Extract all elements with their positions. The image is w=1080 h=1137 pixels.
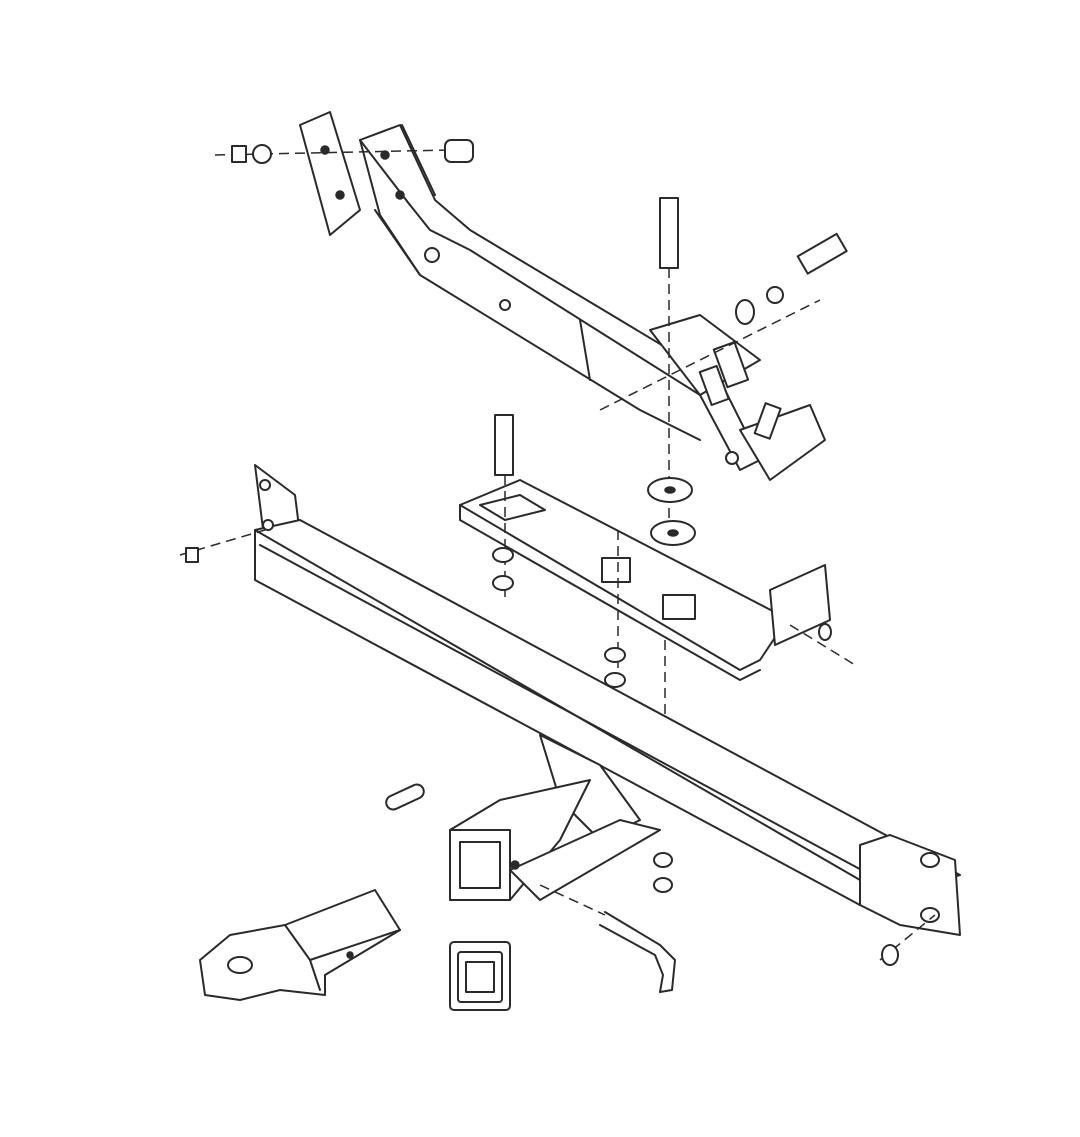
main-crossbar: [179, 464, 961, 966]
ball-mount: [199, 889, 401, 1001]
upper-fasteners: [214, 139, 848, 540]
receiver-cover: [449, 941, 511, 1011]
middle-mounting-bracket: [459, 414, 856, 740]
upper-mounting-bracket: [299, 111, 826, 481]
receiver-tube: [385, 734, 673, 901]
washers: [647, 477, 696, 546]
hitch-pin: [539, 884, 676, 993]
